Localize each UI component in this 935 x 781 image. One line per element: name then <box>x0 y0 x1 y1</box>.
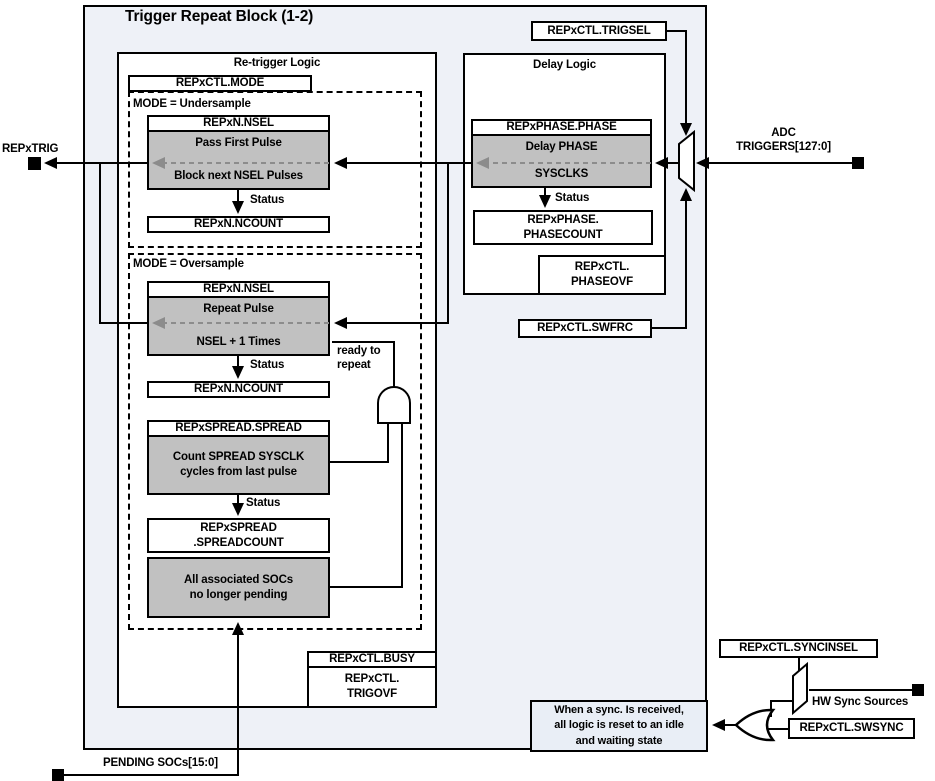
oversample-mode-label: MODE = Oversample <box>133 258 244 270</box>
adc-triggers-label: ADC TRIGGERS[127:0] <box>726 126 841 154</box>
repeat-pulse-line2: NSEL + 1 Times <box>196 336 281 348</box>
hw-sync-sources-label: HW Sync Sources <box>812 696 909 708</box>
diagram-title: Trigger Repeat Block (1-2) <box>125 8 314 25</box>
syncinsel-register-box: REPxCTL.SYNCINSEL <box>719 639 878 658</box>
pending-socs-label: PENDING SOCs[15:0] <box>103 757 218 769</box>
socs-pending-line1: All associated SOCs <box>184 573 293 586</box>
sync-note-box: When a sync. Is received, all logic is r… <box>530 700 708 752</box>
swsync-register-box: REPxCTL.SWSYNC <box>788 718 915 739</box>
wire-syncmux-to-or <box>766 700 793 717</box>
sync-note-line3: and waiting state <box>575 734 663 747</box>
spreadcount-register-box: REPxSPREAD .SPREADCOUNT <box>147 518 330 553</box>
ready-to-repeat-label: ready to repeat <box>337 345 381 372</box>
sync-note-line2: all logic is reset to an idle <box>554 719 684 732</box>
count-spread-box: Count SPREAD SYSCLK cycles from last pul… <box>147 435 330 495</box>
delay-phase-box: Delay PHASE SYSCLKS <box>471 134 652 188</box>
phaseovf-line2: PHASEOVF <box>570 276 634 288</box>
phasecount-line2: PHASECOUNT <box>523 228 603 241</box>
status-label-delay: Status <box>555 192 590 204</box>
undersample-mode-label: MODE = Undersample <box>133 98 251 110</box>
trigsel-register-box: REPxCTL.TRIGSEL <box>531 21 667 41</box>
count-spread-line2: cycles from last pulse <box>180 466 297 478</box>
ready-to-repeat-line2: repeat <box>337 358 371 371</box>
delay-phase-line2: SYSCLKS <box>534 168 589 180</box>
status-label-oversample: Status <box>250 359 285 371</box>
hw-sync-terminal <box>912 684 924 696</box>
repeat-pulse-box: Repeat Pulse NSEL + 1 Times <box>147 296 330 356</box>
phaseovf-line1: REPxCTL. <box>574 261 630 273</box>
sync-note-line1: When a sync. Is received, <box>554 703 684 716</box>
oversample-region <box>128 253 422 630</box>
repxtrig-terminal <box>28 157 41 170</box>
pass-first-pulse-box: Pass First Pulse Block next NSEL Pulses <box>147 130 330 190</box>
status-label-undersample: Status <box>250 194 285 206</box>
ncount-register-box-oversample: REPxN.NCOUNT <box>147 381 330 398</box>
ncount-register-box-undersample: REPxN.NCOUNT <box>147 216 330 233</box>
pass-first-pulse-line2: Block next NSEL Pulses <box>174 170 303 182</box>
mode-register-box: REPxCTL.MODE <box>128 75 312 92</box>
pass-first-pulse-line1: Pass First Pulse <box>195 137 282 149</box>
socs-pending-line2: no longer pending <box>189 588 288 601</box>
retrigger-logic-label: Re-trigger Logic <box>233 57 321 69</box>
phasecount-register-box: REPxPHASE. PHASECOUNT <box>473 210 653 245</box>
phaseovf-register-box: REPxCTL. PHASEOVF <box>538 255 666 295</box>
repeat-pulse-line1: Repeat Pulse <box>203 303 274 315</box>
status-label-spread: Status <box>246 497 281 509</box>
delay-logic-label: Delay Logic <box>533 59 596 71</box>
trigovf-register-box: REPxCTL. TRIGOVF <box>307 666 437 708</box>
trigovf-line2: TRIGOVF <box>346 688 398 700</box>
swfrc-register-box: REPxCTL.SWFRC <box>518 319 652 338</box>
spreadcount-line1: REPxSPREAD <box>200 521 277 534</box>
count-spread-line1: Count SPREAD SYSCLK <box>172 451 305 463</box>
socs-pending-box: All associated SOCs no longer pending <box>147 557 330 618</box>
adc-triggers-line1: ADC <box>771 127 796 139</box>
adc-triggers-line2: TRIGGERS[127:0] <box>736 141 831 153</box>
repxtrig-label: REPxTRIG <box>2 143 59 155</box>
phasecount-line1: REPxPHASE. <box>527 213 599 226</box>
sync-select-mux <box>792 661 808 716</box>
or-gate <box>734 708 776 742</box>
spreadcount-line2: .SPREADCOUNT <box>193 536 284 549</box>
trigovf-line1: REPxCTL. <box>344 673 400 685</box>
ready-to-repeat-line1: ready to <box>337 345 381 357</box>
delay-phase-line1: Delay PHASE <box>525 141 598 153</box>
pending-socs-terminal <box>52 769 64 781</box>
adc-triggers-terminal <box>852 157 864 169</box>
